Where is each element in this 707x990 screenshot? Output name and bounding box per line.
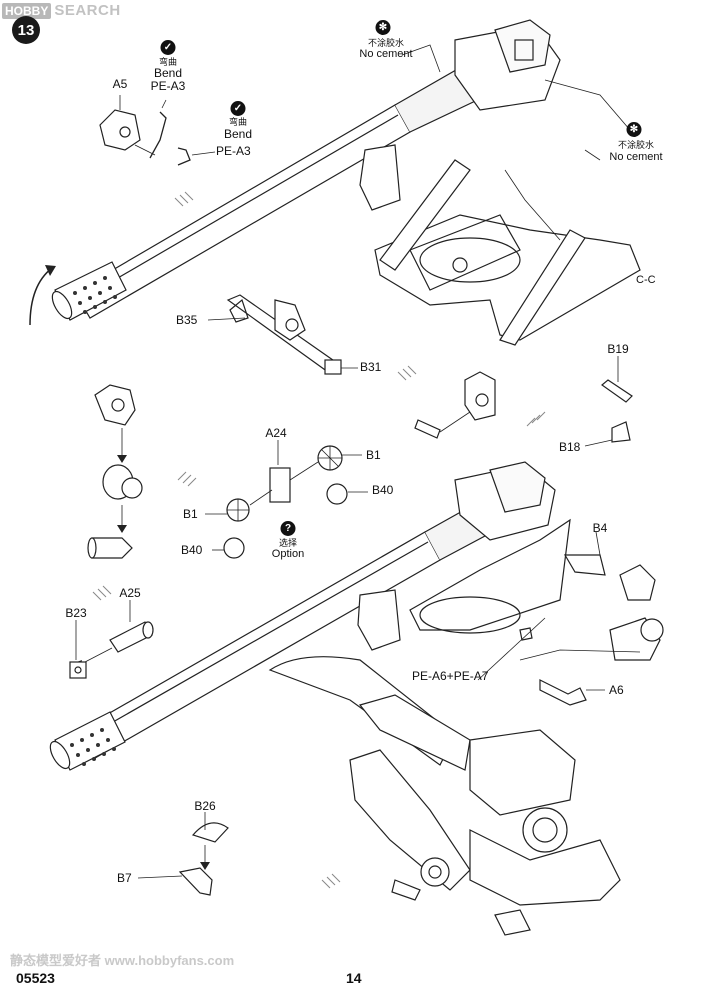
- step-number-badge: 13: [12, 16, 40, 44]
- label-b18: B18: [559, 440, 581, 454]
- bend-icon: ✓: [230, 101, 246, 116]
- label-b1-left: B1: [183, 507, 198, 521]
- part-b26-b7: [137, 812, 229, 896]
- watermark-logo: HOBBY: [2, 2, 52, 19]
- label-a6: A6: [609, 683, 624, 697]
- pe-a3-part-1: [149, 111, 167, 159]
- part-b35-b31: [207, 294, 358, 375]
- part-b19-b18: [584, 356, 633, 447]
- part-a24-cluster: [205, 440, 368, 559]
- label-b1-right: B1: [366, 448, 381, 462]
- label-pe-a3-1: PE-A3: [150, 79, 186, 93]
- part-center-right-bracket: [414, 371, 496, 439]
- label-pe-a6-a7: PE-A6+PE-A7: [412, 669, 489, 683]
- label-a24: A24: [265, 426, 287, 440]
- product-code: 05523: [16, 970, 55, 986]
- bend-zh-1: 弯曲: [158, 57, 178, 67]
- label-b31: B31: [360, 360, 382, 374]
- no-cement-label-1: No cement: [359, 48, 413, 60]
- option-icon: ?: [280, 521, 296, 536]
- upper-gun-assembly: [51, 19, 641, 346]
- site-watermark: 静态模型爱好者 www.hobbyfans.com: [10, 953, 235, 968]
- no-cement-zh-1: 不涂胶水: [367, 38, 405, 48]
- bottom-rear-view: [268, 656, 621, 936]
- bend-icon: ✓: [160, 40, 176, 55]
- label-a5: A5: [112, 77, 128, 91]
- watermark-text: SEARCH: [54, 2, 121, 19]
- bend-label-1: Bend: [153, 66, 183, 80]
- no-cement-zh-2: 不涂胶水: [617, 140, 655, 150]
- bend-zh-2: 弯曲: [228, 117, 248, 127]
- page-number: 14: [346, 970, 362, 986]
- no-cement-icon: ✻: [375, 20, 391, 35]
- pe-a3-part-2: [177, 147, 191, 166]
- label-pe-a3-2: PE-A3: [216, 144, 251, 158]
- part-a25-b23: [69, 600, 154, 679]
- label-b19: B19: [607, 342, 629, 356]
- no-cement-icon: ✻: [626, 122, 642, 137]
- label-b40-right: B40: [372, 483, 394, 497]
- label-b35: B35: [176, 313, 198, 327]
- label-b7: B7: [117, 871, 132, 885]
- option-zh: 选择: [278, 538, 298, 548]
- middle-gun-assembly: [49, 461, 664, 771]
- option-label: Option: [271, 548, 305, 560]
- rotate-arrow: [29, 267, 53, 326]
- label-b26: B26: [194, 799, 216, 813]
- direction-arrows: [92, 191, 546, 889]
- bend-label-2: Bend: [223, 127, 253, 141]
- label-section-cc: C-C: [636, 274, 656, 286]
- label-b40-left: B40: [181, 543, 203, 557]
- part-a5: [99, 95, 156, 156]
- label-b4: B4: [592, 521, 608, 535]
- label-b23: B23: [65, 606, 87, 620]
- label-a25: A25: [119, 586, 141, 600]
- part-left-handwheel-chain: [87, 384, 143, 559]
- hobbysearch-watermark: HOBBY SEARCH: [2, 2, 121, 19]
- no-cement-label-2: No cement: [609, 151, 663, 163]
